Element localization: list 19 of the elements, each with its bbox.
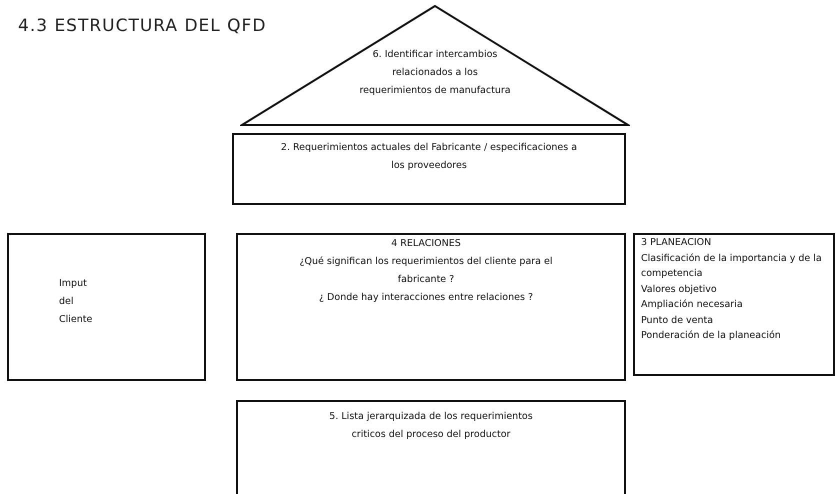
section-text: Imput del Cliente bbox=[59, 277, 94, 327]
section-heading: 3 PLANEACION bbox=[641, 236, 712, 250]
section-text: Punto de venta bbox=[641, 314, 714, 328]
section-text: 6. Identificar intercambios relacionados a los requerimientos de manufactura bbox=[358, 48, 512, 98]
section-text: Valores objetivo bbox=[641, 282, 718, 296]
section-box bbox=[633, 233, 835, 376]
diagram-title: 4.3 ESTRUCTURA DEL QFD bbox=[18, 16, 266, 36]
section-box bbox=[7, 233, 206, 381]
section-box bbox=[236, 400, 626, 494]
section-text: Clasificación de la importancia y de la competencia bbox=[641, 252, 823, 281]
section-text: ¿Qué significan los requerimientos del cliente para el fabricante ? bbox=[298, 255, 554, 287]
section-heading: 4 RELACIONES bbox=[390, 237, 462, 251]
section-text: 2. Requerimientos actuales del Fabricante / especificaciones a los proveedores bbox=[280, 141, 578, 173]
section-text: Ampliación necesaria bbox=[641, 298, 744, 312]
section-text: Ponderación de la planeación bbox=[641, 329, 782, 343]
section-box bbox=[232, 133, 626, 205]
section-text: ¿ Donde hay interacciones entre relaciones ? bbox=[318, 291, 534, 305]
section-text: 5. Lista jerarquizada de los requerimientos criticos del proceso del productor bbox=[328, 410, 534, 442]
section-box bbox=[236, 233, 626, 381]
